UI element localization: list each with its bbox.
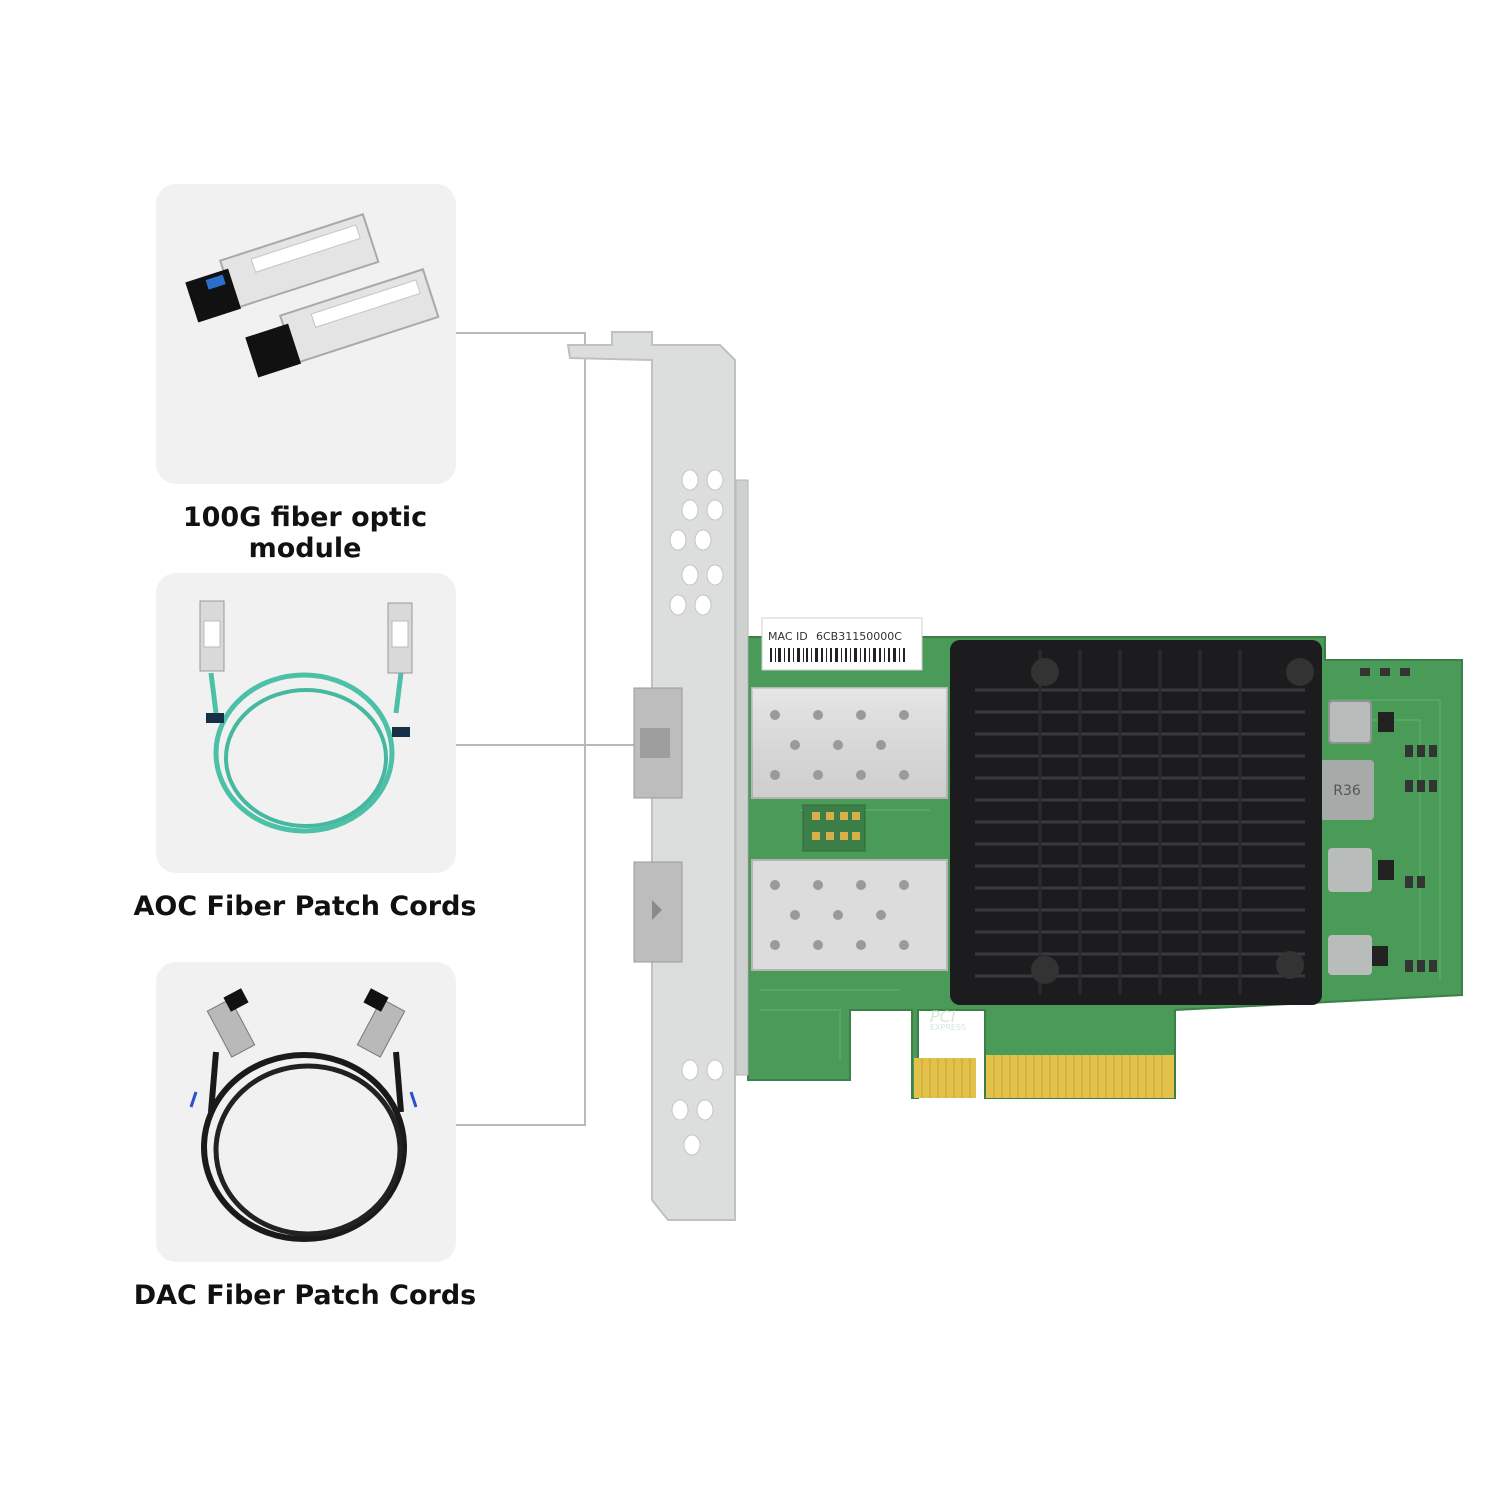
accessory-card-aoc <box>156 573 456 873</box>
dac-cable-icon <box>189 988 418 1242</box>
connector-lines <box>456 332 640 1126</box>
accessory-card-dac <box>156 962 456 1262</box>
caption-fiber-module: 100G fiber optic module <box>182 502 428 564</box>
pcie-bracket <box>566 331 749 1221</box>
caption-dac: DAC Fiber Patch Cords <box>133 1280 477 1311</box>
mac-value: 6CB31150000C <box>816 630 902 643</box>
mac-label-sticker: MAC ID 6CB31150000C <box>761 617 923 671</box>
transceiver-modules-icon <box>185 213 440 378</box>
caption-aoc: AOC Fiber Patch Cords <box>133 891 477 922</box>
sfp-cage-bottom <box>751 859 948 971</box>
heatsink <box>950 640 1322 1005</box>
gold-fingers <box>914 1055 1174 1098</box>
accessory-card-fiber-module <box>156 184 456 484</box>
aoc-cable-icon <box>199 600 413 834</box>
pin-header <box>802 804 866 852</box>
heatsink-pin <box>1276 951 1304 979</box>
mac-label: MAC ID <box>768 630 808 643</box>
heatsink-pin <box>1286 658 1314 686</box>
heatsink-pin <box>1031 956 1059 984</box>
heatsink-pin <box>1031 658 1059 686</box>
power-components: R36 <box>1320 668 1437 975</box>
pcie-logo-sub: EXPRESS <box>930 1023 966 1032</box>
inductor-label: R36 <box>1333 783 1361 799</box>
pcie-logo-text: PCI <box>930 1007 956 1026</box>
barcode <box>770 648 905 662</box>
sfp-cage-top <box>751 687 948 799</box>
